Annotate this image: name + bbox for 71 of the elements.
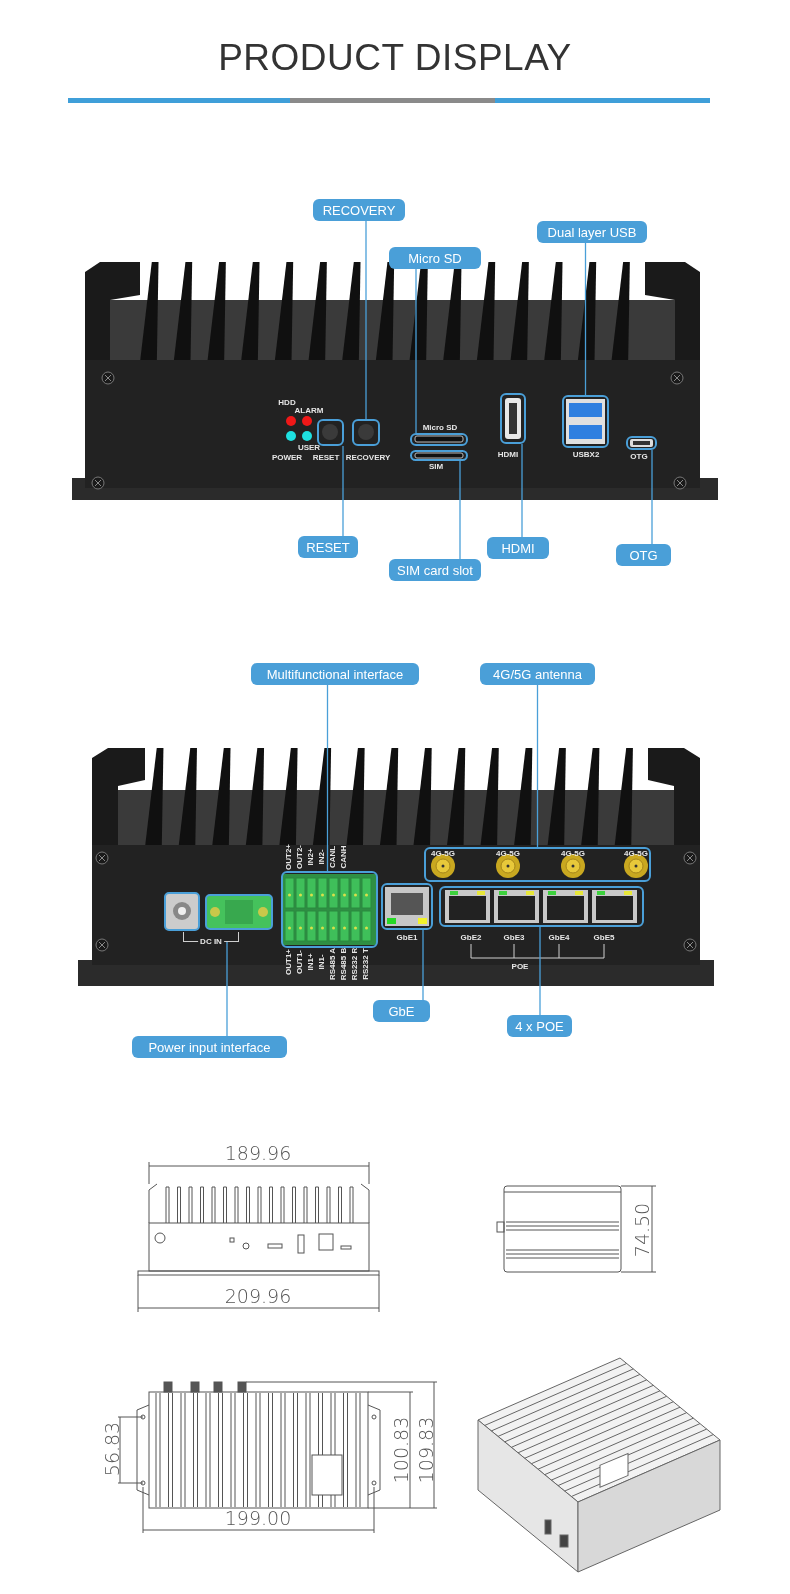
- dimension-value: 199.00: [223, 1508, 293, 1528]
- port-highlight: [381, 883, 433, 930]
- leader-line: [521, 443, 523, 538]
- port-label: USBX2: [571, 451, 601, 459]
- port-label: 4G-5G: [495, 850, 521, 858]
- callout-label: OTG: [616, 544, 671, 566]
- port-label: RESET: [311, 454, 341, 462]
- port-label: OTG: [629, 453, 649, 461]
- leader-line: [459, 460, 461, 560]
- callout-label: SIM card slot: [389, 559, 481, 581]
- port-label: 4G-5G: [560, 850, 586, 858]
- port-label: RS232 R: [351, 946, 359, 982]
- leader-line: [326, 684, 329, 872]
- port-label: POE: [510, 963, 530, 971]
- port-highlight: [410, 450, 468, 461]
- leader-line: [342, 445, 344, 537]
- dimension-value: 74.50: [632, 1201, 652, 1259]
- leader-line: [226, 941, 228, 1037]
- port-highlight: [500, 393, 526, 444]
- port-label: HDD: [277, 399, 297, 407]
- port-highlight: [562, 395, 609, 448]
- leader-line: [651, 449, 653, 545]
- leader-line: [415, 268, 417, 434]
- dimension-value: 109.83: [416, 1415, 436, 1485]
- leader-line: [536, 684, 539, 848]
- dimension-value: 56.83: [102, 1420, 122, 1478]
- port-label: GbE1: [395, 934, 419, 942]
- port-highlight: [439, 886, 644, 927]
- port-label: HDMI: [496, 451, 520, 459]
- port-label: SIM: [427, 463, 445, 471]
- callout-label: Multifunctional interface: [251, 663, 419, 685]
- callout-label: Power input interface: [132, 1036, 287, 1058]
- leader-line: [539, 926, 541, 1016]
- callout-label: HDMI: [487, 537, 549, 559]
- leader-line: [422, 929, 424, 1001]
- dimension-value: 209.96: [223, 1286, 293, 1306]
- port-label: RECOVERY: [344, 454, 392, 462]
- port-label: ALARM: [293, 407, 325, 415]
- callout-label: RESET: [298, 536, 358, 558]
- port-label: DC IN: [198, 938, 224, 946]
- page-title: PRODUCT DISPLAY: [218, 38, 572, 79]
- port-highlight: [317, 419, 344, 446]
- port-label: 4G-5G: [430, 850, 456, 858]
- callout-label: Dual layer USB: [537, 221, 647, 243]
- callout-label: GbE: [373, 1000, 430, 1022]
- callout-label: 4 x POE: [507, 1015, 572, 1037]
- port-label: 4G-5G: [623, 850, 649, 858]
- callout-label: RECOVERY: [313, 199, 405, 221]
- leader-line: [365, 220, 367, 420]
- port-label: GbE5: [592, 934, 616, 942]
- port-label: Micro SD: [421, 424, 459, 432]
- port-highlight: [410, 433, 468, 446]
- port-highlight: [352, 419, 380, 446]
- callout-label: 4G/5G antenna: [480, 663, 595, 685]
- port-label: USER: [296, 444, 322, 452]
- leader-line: [584, 242, 587, 396]
- port-highlight: [281, 871, 378, 948]
- port-label: POWER: [270, 454, 304, 462]
- dimension-value: 189.96: [223, 1143, 293, 1163]
- port-label: RS485 A: [329, 946, 337, 982]
- callout-label: Micro SD: [389, 247, 481, 269]
- port-label: IN2-: [318, 848, 326, 866]
- port-label: GbE2: [459, 934, 483, 942]
- port-label: RS232 T: [362, 947, 370, 981]
- port-label: CANL: [329, 844, 337, 870]
- port-label: GbE4: [547, 934, 571, 942]
- port-highlight: [424, 847, 651, 882]
- dimension-value: 100.83: [391, 1415, 411, 1485]
- port-label: RS485 B: [340, 946, 348, 982]
- port-label: GbE3: [502, 934, 526, 942]
- port-highlight: [626, 436, 657, 450]
